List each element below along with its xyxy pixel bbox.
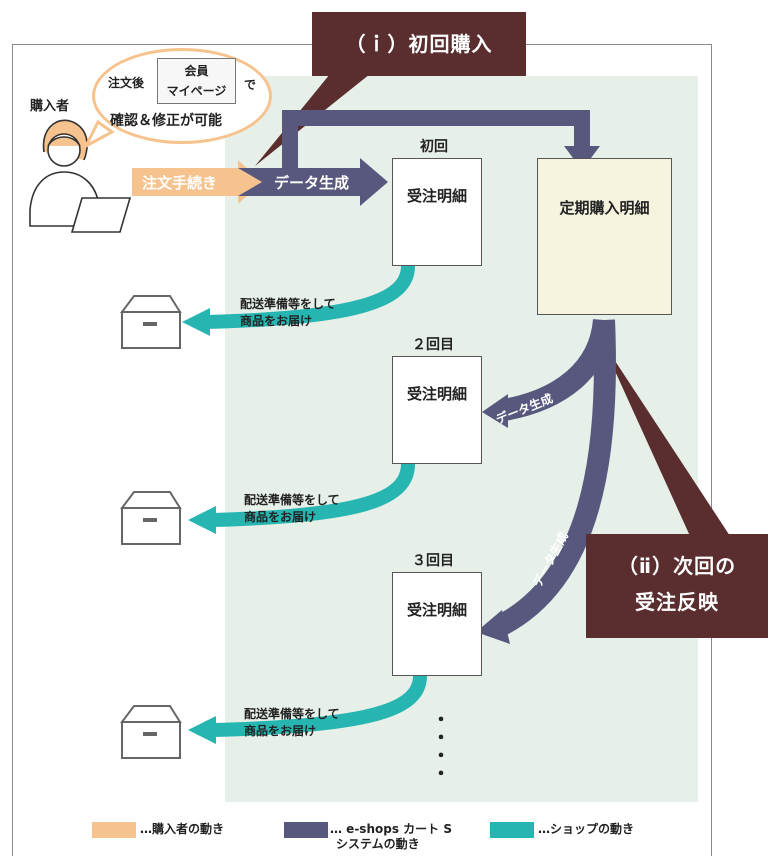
delivery-text-3: 配送準備等をして 商品をお届け (244, 706, 340, 740)
delivery-arrowhead-2 (188, 506, 216, 534)
legend-shop-swatch (490, 822, 534, 838)
order-detail-label: 受注明細 (406, 187, 467, 205)
subscription-detail-label: 定期購入明細 (559, 199, 650, 217)
delivery-arrowhead-1 (182, 308, 210, 336)
subscription-detail-doc: 定期購入明細 (537, 158, 672, 315)
box-icon (120, 295, 182, 349)
data-generate-arrow-3 (494, 319, 616, 636)
legend-system-line1: … e-shops カート S (330, 822, 452, 836)
data-generate-arrow (238, 158, 388, 206)
box-icon (120, 705, 182, 759)
delivery-arrow-2 (211, 463, 415, 527)
delivery-line2: 商品をお届け (244, 724, 317, 738)
legend-shop-label: …ショップの動き (538, 822, 635, 836)
delivery-line2: 商品をお届け (244, 510, 317, 524)
system-top-connector (282, 110, 590, 182)
first-order-head: 初回 (420, 139, 448, 155)
data-generate-arrowhead-3 (476, 610, 510, 644)
legend-buyer-swatch (92, 822, 136, 838)
callout-2-pointer (600, 338, 730, 536)
buyer-label: 購入者 (30, 99, 70, 114)
member-line1: 会員 (184, 64, 209, 78)
next-reflect-line2: 受注反映 (635, 590, 719, 614)
third-order-head: ３回目 (412, 553, 454, 569)
next-reflect-callout: （ⅱ）次回の 受注反映 (586, 534, 768, 638)
delivery-line1: 配送準備等をして (244, 493, 340, 507)
bubble-after-order: 注文後 (108, 76, 145, 90)
delivery-line1: 配送準備等をして (240, 297, 336, 311)
member-line2: マイページ (166, 84, 227, 98)
next-reflect-line1: （ⅱ）次回の (617, 554, 737, 578)
bubble-de: で (244, 78, 257, 92)
order-procedure-arrow (132, 160, 262, 204)
legend-system-line2: システムの動き (336, 837, 420, 851)
delivery-arrow-3 (211, 675, 427, 737)
data-generate-arrow-2 (501, 318, 615, 421)
order-detail-label: 受注明細 (406, 601, 467, 619)
member-mypage-box: 会員 マイページ (157, 58, 236, 104)
delivery-text-2: 配送準備等をして 商品をお届け (244, 492, 340, 526)
legend-system-label: … e-shops カート S システムの動き (330, 822, 452, 852)
buyer-illustration (29, 119, 132, 233)
data-generate-label: データ生成 (274, 174, 349, 192)
second-order-head: ２回目 (412, 337, 454, 353)
delivery-line2: 商品をお届け (240, 314, 313, 328)
data-generate-arrowhead-2 (482, 394, 508, 428)
delivery-line1: 配送準備等をして (244, 707, 340, 721)
order-detail-doc-3: 受注明細 (392, 572, 482, 676)
initial-purchase-label: （ｉ）初回購入 (345, 32, 493, 56)
legend-system-swatch (284, 822, 328, 838)
delivery-text-1: 配送準備等をして 商品をお届け (240, 296, 336, 330)
initial-purchase-callout: （ｉ）初回購入 (312, 12, 526, 76)
order-detail-doc-1: 受注明細 (392, 158, 482, 266)
delivery-arrow-1 (205, 265, 415, 329)
order-procedure-label: 注文手続き (142, 174, 217, 192)
continuation-dots: ・ ・ ・ ・ (432, 710, 450, 785)
order-detail-label: 受注明細 (406, 385, 467, 403)
box-icon (120, 491, 182, 545)
order-detail-doc-2: 受注明細 (392, 356, 482, 464)
delivery-arrowhead-3 (188, 716, 216, 744)
bubble-main-text: 確認＆修正が可能 (110, 113, 222, 129)
legend-buyer-label: …購入者の動き (140, 822, 225, 836)
